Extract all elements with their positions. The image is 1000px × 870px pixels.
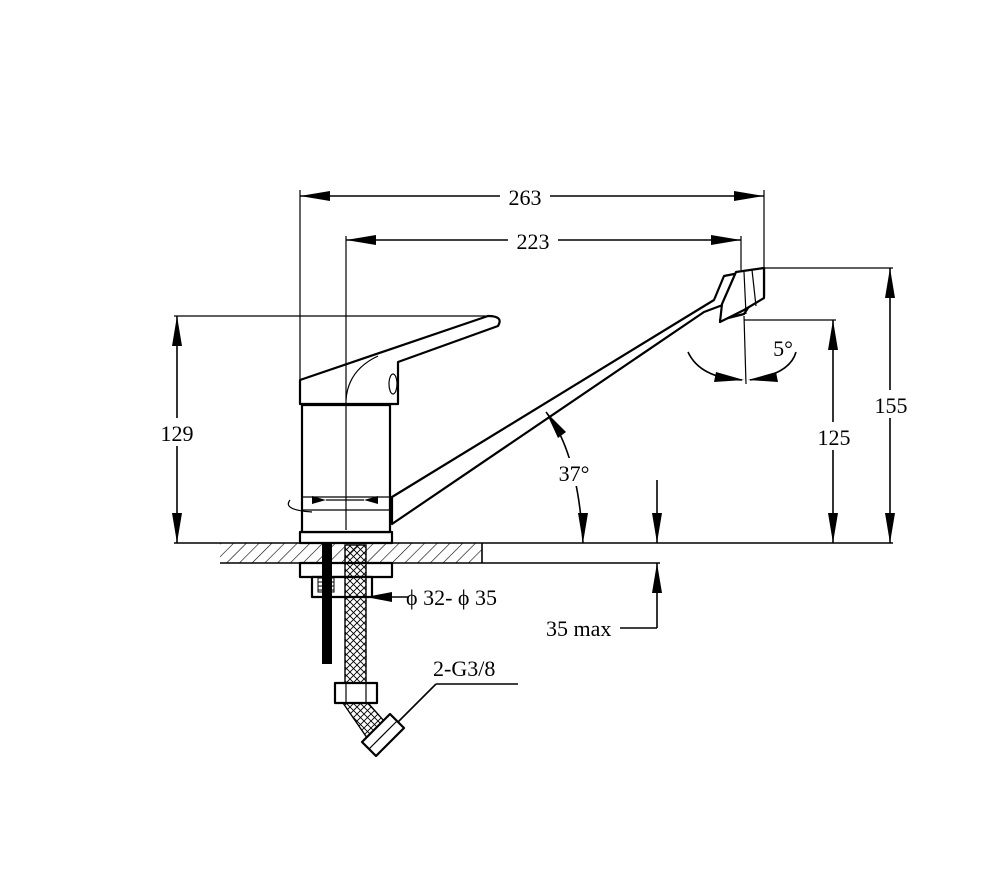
dimension-hole-diameter: ϕ 32- ϕ 35	[366, 585, 497, 610]
countertop	[174, 542, 893, 564]
supply-hose	[333, 544, 406, 758]
dimension-35-max: 35 max	[546, 480, 662, 641]
angle-5: 5°	[687, 336, 797, 382]
faucet-body	[287, 266, 766, 545]
dimension-155: 155	[866, 268, 916, 543]
label-263: 263	[509, 185, 542, 210]
callout-connection-thread: 2-G3/8	[397, 656, 518, 723]
label-hole-diameter: ϕ 32- ϕ 35	[406, 585, 497, 610]
label-37-degrees: 37°	[559, 461, 590, 486]
label-155: 155	[875, 393, 908, 418]
dimension-129: 129	[152, 316, 202, 543]
dimension-125: 125	[809, 320, 859, 543]
label-223: 223	[517, 229, 550, 254]
dimension-223: 223	[346, 226, 741, 254]
extension-lines	[174, 190, 893, 530]
angle-37: 37°	[545, 411, 596, 544]
label-125: 125	[818, 425, 851, 450]
label-5-degrees: 5°	[773, 336, 793, 361]
label-connection-thread: 2-G3/8	[433, 656, 495, 681]
label-35-max: 35 max	[546, 616, 611, 641]
dimension-263: 263	[300, 182, 764, 210]
label-129: 129	[161, 421, 194, 446]
